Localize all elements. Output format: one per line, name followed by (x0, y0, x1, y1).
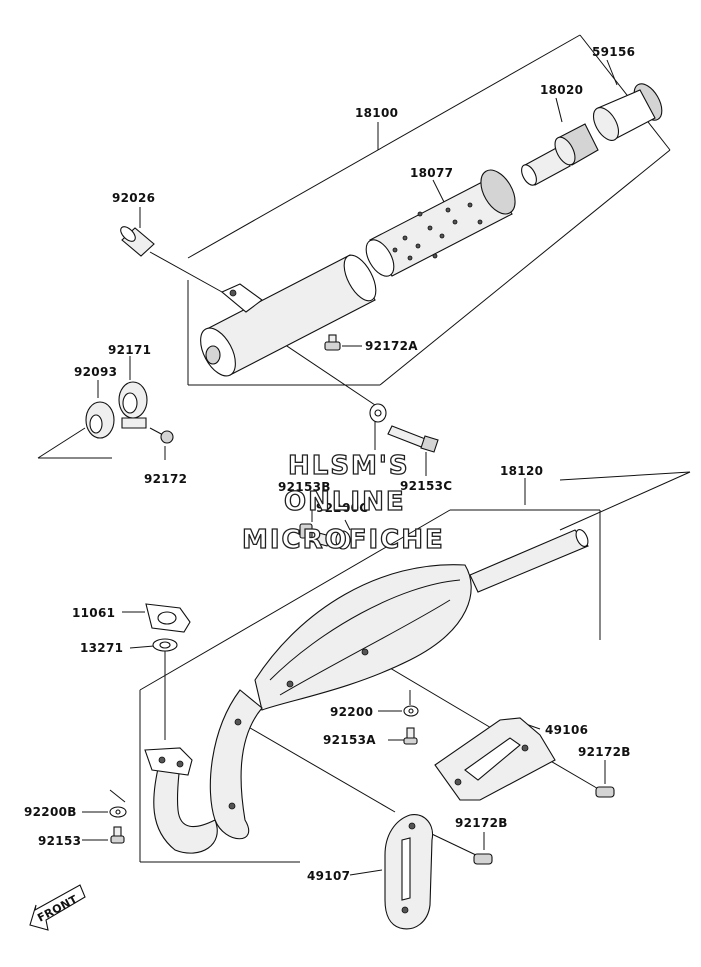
bolt-92153B-icon (299, 523, 331, 547)
washer-92200B-icon (109, 806, 127, 818)
silencer-18100-icon (200, 254, 377, 377)
label-18120: 18120 (500, 464, 543, 478)
label-92172: 92172 (144, 472, 187, 486)
pipe-92026-icon (120, 226, 155, 257)
exhaust-pipe-18120-icon (153, 529, 589, 854)
tail-pipe-18020-icon (521, 123, 599, 186)
bolt-92172A-icon (324, 334, 341, 351)
watermark-line-3: MICROFICHE (242, 525, 445, 555)
washer-92200C-icon (335, 530, 351, 550)
watermark-line-2: ONLINE (284, 487, 406, 517)
label-59156: 59156 (592, 45, 635, 59)
label-92153C: 92153C (400, 479, 452, 493)
label-92153B: 92153B (278, 480, 331, 494)
bolt-92172B-upper-icon (594, 786, 615, 798)
label-18077: 18077 (410, 166, 453, 180)
label-92153: 92153 (38, 834, 81, 848)
label-92026: 92026 (112, 191, 155, 205)
bolt-92153-icon (110, 826, 125, 844)
label-92171: 92171 (108, 343, 151, 357)
label-13271: 13271 (80, 641, 123, 655)
label-49106: 49106 (545, 723, 588, 737)
spark-arrester-18077-icon (365, 169, 516, 277)
label-92200: 92200 (330, 705, 373, 719)
washer-92153C-icon (369, 403, 387, 423)
label-92172A: 92172A (365, 339, 418, 353)
label-92200C: 92200C (316, 501, 368, 515)
gasket-13271-icon (152, 638, 178, 652)
bolt-92172B-lower-icon (473, 853, 493, 865)
watermark-line-1: HLSM'S (288, 451, 410, 481)
label-18100: 18100 (355, 106, 398, 120)
collar-92093-icon (85, 401, 115, 439)
bolt-92153C-icon (387, 425, 439, 453)
muffler-group-frame (187, 34, 671, 386)
gasket-11061-icon (145, 603, 191, 633)
clamp-92171-icon (118, 381, 148, 429)
bolt-92172-icon (149, 427, 174, 444)
label-11061: 11061 (72, 606, 115, 620)
part-labels: 59156 18020 18100 18077 92026 92172A 921… (24, 45, 635, 883)
guard-49107-icon (384, 814, 434, 930)
label-92172B-lower: 92172B (455, 816, 508, 830)
watermark: HLSM'S ONLINE MICROFICHE (241, 450, 445, 555)
label-92153A: 92153A (323, 733, 376, 747)
front-direction-marker: FRONT (29, 884, 86, 931)
bolt-92153A-icon (403, 727, 418, 745)
washer-92200-icon (403, 705, 419, 717)
label-92200B: 92200B (24, 805, 77, 819)
label-18020: 18020 (540, 83, 583, 97)
label-92172B-upper: 92172B (578, 745, 631, 759)
cap-59156-icon (592, 83, 663, 141)
label-49107: 49107 (307, 869, 350, 883)
flange-pipe-icon (144, 747, 193, 776)
label-92093: 92093 (74, 365, 117, 379)
exhaust-pipe-group-frame (139, 471, 691, 863)
guard-49106-icon (434, 717, 556, 801)
